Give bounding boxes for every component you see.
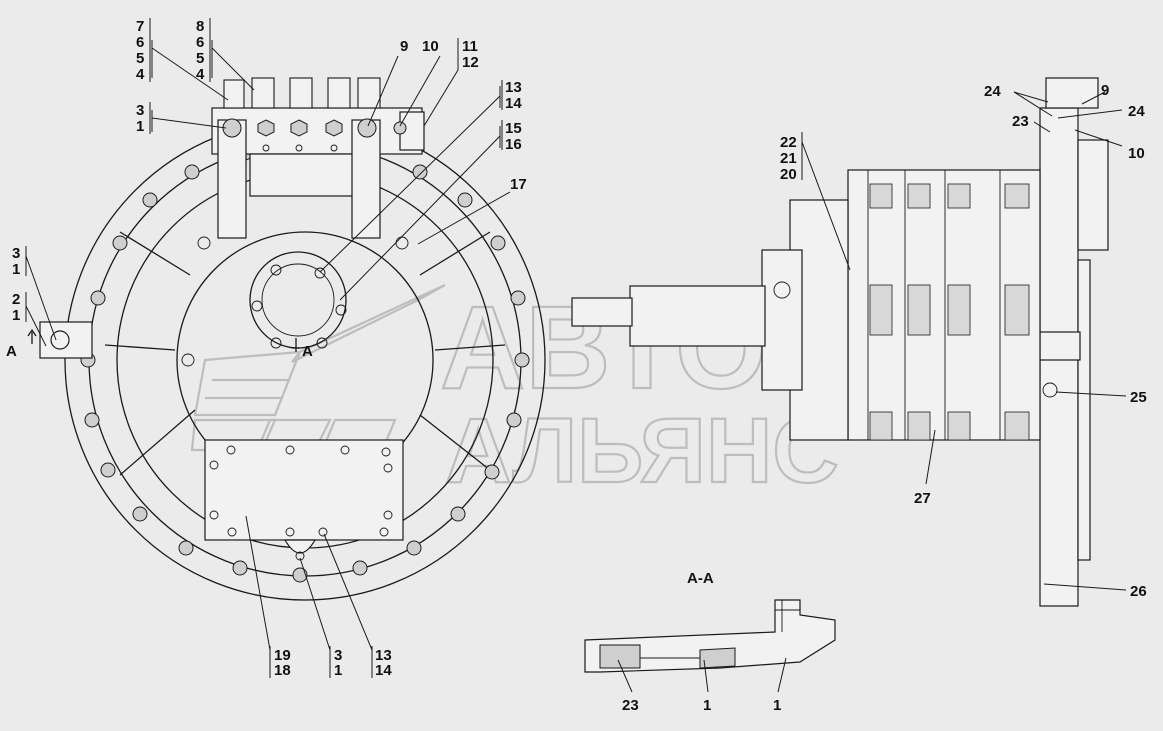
callout-22-21-20: 22 21 20 <box>780 134 797 183</box>
callout-label: 8 <box>196 18 204 35</box>
callout-label: 19 <box>274 647 291 664</box>
flange-bolts <box>251 264 347 349</box>
callout-2-1-left: 2 1 <box>12 291 20 324</box>
drain-plug <box>1042 382 1058 398</box>
callout-label: 3 <box>12 245 20 262</box>
callout-label: 6 <box>136 34 144 51</box>
callout-19-18: 19 18 <box>274 647 291 679</box>
callout-9: 9 <box>400 38 408 55</box>
callout-1-section-a: 1 <box>703 697 711 714</box>
side-valve-body <box>1077 139 1109 251</box>
callout-label: 1 <box>334 662 342 679</box>
callout-3-1-top: 3 1 <box>136 102 144 135</box>
shaft-flange-inner <box>261 263 335 337</box>
callout-label: 20 <box>780 166 797 183</box>
callout-27: 27 <box>914 490 931 507</box>
callout-label: 12 <box>462 54 479 71</box>
callout-label: 21 <box>780 150 797 167</box>
callout-labels: 7 6 5 4 8 6 5 4 9 10 11 12 3 1 13 14 15 … <box>6 18 1147 714</box>
clutch-packs <box>869 183 1030 441</box>
callout-label: 3 <box>334 647 342 664</box>
callout-label: 22 <box>780 134 797 151</box>
callout-label: 5 <box>196 50 204 67</box>
callout-label: 15 <box>505 120 522 137</box>
section-marker-center: А <box>302 343 313 360</box>
callout-23-right: 23 <box>1012 113 1029 130</box>
callout-26: 26 <box>1130 583 1147 600</box>
section-marker-left: А <box>6 343 17 360</box>
callout-label: 1 <box>136 118 144 135</box>
watermark-line2: АЛЬЯНС <box>445 400 839 502</box>
side-boss <box>1039 331 1081 361</box>
left-boss-plug <box>50 330 70 350</box>
callout-label: 13 <box>375 647 392 664</box>
callout-25: 25 <box>1130 389 1147 406</box>
callout-label: 3 <box>136 102 144 119</box>
section-a-a <box>584 599 836 673</box>
callout-label: 14 <box>375 662 392 679</box>
valve-block <box>211 77 425 239</box>
callout-label: 4 <box>136 66 145 83</box>
callout-label: 6 <box>196 34 204 51</box>
shaft-end <box>571 297 633 327</box>
input-shaft <box>629 285 766 347</box>
hub-flange <box>761 249 803 391</box>
hub-port <box>773 281 791 299</box>
callout-9-right: 9 <box>1101 82 1109 99</box>
side-rib <box>1077 259 1091 561</box>
callout-label: 5 <box>136 50 144 67</box>
callout-10: 10 <box>422 38 439 55</box>
side-view <box>571 77 1109 607</box>
callout-label: 16 <box>505 136 522 153</box>
callout-11-12: 11 12 <box>462 38 479 71</box>
callout-7-6-5-4: 7 6 5 4 <box>136 18 145 83</box>
callout-bars <box>25 18 803 678</box>
callout-13-14-bottom: 13 14 <box>375 647 392 679</box>
callout-24-right: 24 <box>1128 103 1145 120</box>
shaft-flange <box>249 251 347 349</box>
callout-24-top: 24 <box>984 83 1001 100</box>
callout-8-6-5-4: 8 6 5 4 <box>196 18 205 83</box>
callout-label: 11 <box>462 38 478 55</box>
clutch-plates <box>867 170 1001 440</box>
callout-1-section-b: 1 <box>773 697 781 714</box>
section-arrow-left <box>27 328 37 344</box>
callout-label: 18 <box>274 662 291 679</box>
callout-label: 7 <box>136 18 144 35</box>
callout-17: 17 <box>510 176 527 193</box>
callout-13-14-top: 13 14 <box>505 79 522 112</box>
callout-23-section: 23 <box>622 697 639 714</box>
callout-label: 1 <box>12 307 20 324</box>
section-title: А-А <box>687 570 714 587</box>
callout-10-right: 10 <box>1128 145 1145 162</box>
callout-3-1-left: 3 1 <box>12 245 20 278</box>
callout-label: 2 <box>12 291 20 308</box>
callout-label: 14 <box>505 95 522 112</box>
section-arrow-center <box>292 338 300 352</box>
callout-label: 1 <box>12 261 20 278</box>
callout-label: 4 <box>196 66 205 83</box>
side-valve-caps <box>1045 77 1099 109</box>
inner-ring-bolts <box>181 236 409 367</box>
callout-3-1-bottom: 3 1 <box>334 647 342 679</box>
callout-15-16: 15 16 <box>505 120 522 153</box>
callout-label: 13 <box>505 79 522 96</box>
bottom-cover <box>204 439 404 561</box>
